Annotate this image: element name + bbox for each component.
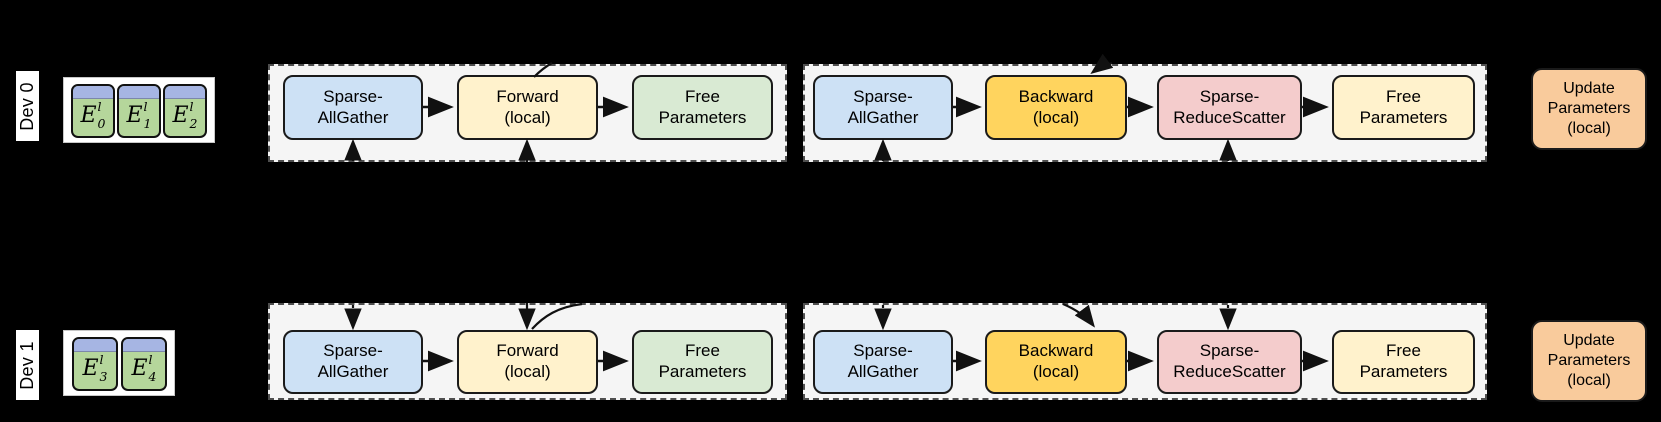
dev0-update-parameters-box: Update Parameters (local) [1531, 68, 1647, 150]
expert-router-band [165, 86, 205, 99]
dev1-backward-local-box: Backward (local) [985, 330, 1127, 394]
expert-router-band [74, 339, 116, 352]
dev1-backward-sparse-allgather-box: Sparse- AllGather [813, 330, 953, 394]
dev0-forward-sparse-allgather-box: Sparse- AllGather [283, 75, 423, 140]
dev1-update-parameters-box: Update Parameters (local) [1531, 320, 1647, 402]
dev0-forward-local-box: Forward (local) [457, 75, 598, 140]
dev1-label-strip: Dev 1 [16, 330, 39, 400]
expert-router-band [119, 86, 159, 99]
dev0-forward-free-parameters-box: Free Parameters [632, 75, 773, 140]
expert-router-band [123, 339, 165, 352]
dev0-sparse-reducescatter-box: Sparse- ReduceScatter [1157, 75, 1302, 140]
expert-router-band [73, 86, 113, 99]
dev1-forward-local-box: Forward (local) [457, 330, 598, 394]
dev1-forward-sparse-allgather-box: Sparse- AllGather [283, 330, 423, 394]
dev0-backward-sparse-allgather-box: Sparse- AllGather [813, 75, 953, 140]
dev1-backward-free-parameters-box: Free Parameters [1332, 330, 1475, 394]
dev0-backward-local-box: Backward (local) [985, 75, 1127, 140]
dev0-backward-free-parameters-box: Free Parameters [1332, 75, 1475, 140]
dev1-forward-free-parameters-box: Free Parameters [632, 330, 773, 394]
dev0-label: Dev 0 [17, 81, 37, 131]
dev0-label-strip: Dev 0 [16, 71, 39, 141]
dev1-sparse-reducescatter-box: Sparse- ReduceScatter [1157, 330, 1302, 394]
dev1-label: Dev 1 [17, 340, 37, 390]
